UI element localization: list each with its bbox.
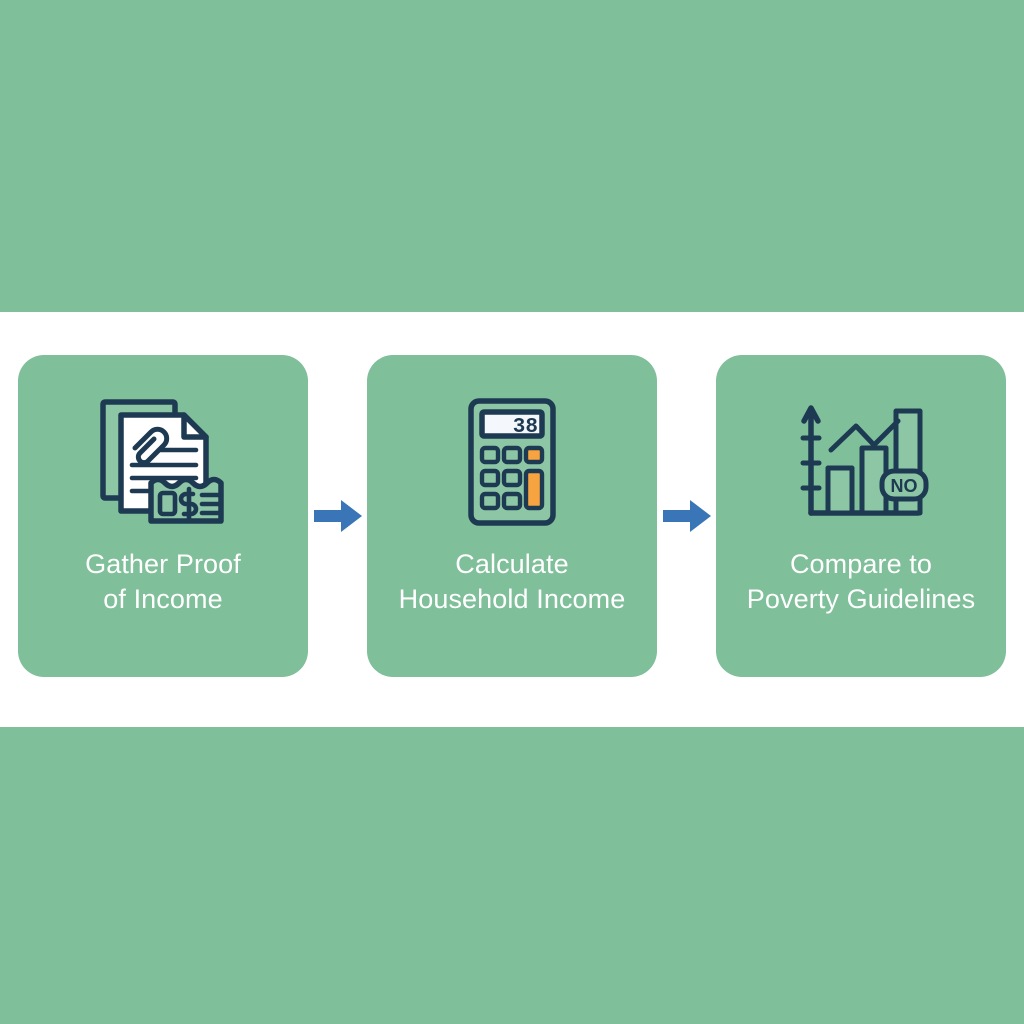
documents-receipt-icon <box>88 393 238 533</box>
calculator-display-value: 38 <box>513 416 538 439</box>
step-card-label: Calculate Household Income <box>398 549 626 614</box>
arrow-right-icon <box>661 496 713 536</box>
step-card-label: Compare to Poverty Guidelines <box>746 549 976 614</box>
calculator-icon: 38 <box>437 393 587 533</box>
step-card-compare-to-poverty-guidelines[interactable]: NO Compare to Poverty Guidelines <box>716 355 1006 677</box>
step-card-calculate-household-income[interactable]: 38 Calculate Household Income <box>367 355 657 677</box>
arrow-right-icon <box>312 496 364 536</box>
step-card-gather-proof-of-income[interactable]: Gather Proof of Income <box>18 355 308 677</box>
no-badge-text: NO <box>891 476 918 496</box>
bar-chart-icon: NO <box>786 393 936 533</box>
step-card-label: Gather Proof of Income <box>85 549 241 614</box>
process-flow-row: Gather Proof of Income <box>18 355 1006 677</box>
